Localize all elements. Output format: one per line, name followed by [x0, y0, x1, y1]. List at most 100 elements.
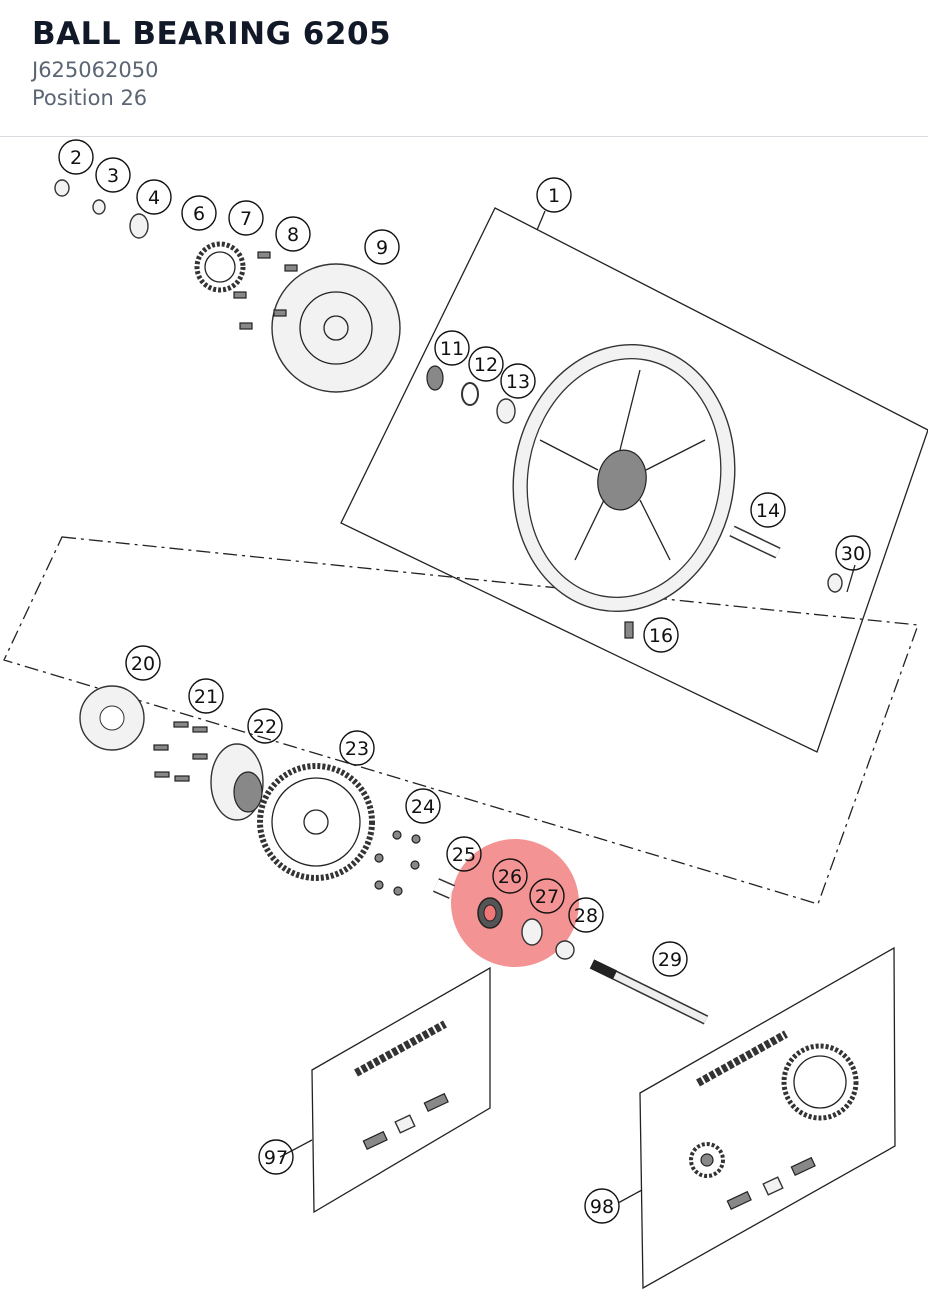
callout-26[interactable]: 26: [492, 858, 528, 894]
callout-circle: [228, 200, 264, 236]
callout-label: 2: [70, 147, 82, 169]
callout-circle: [492, 858, 528, 894]
callout-label: 28: [574, 905, 598, 927]
callout-1[interactable]: 1: [536, 177, 572, 213]
small-sprocket: [194, 241, 246, 293]
callout-circle: [275, 216, 311, 252]
callout-25[interactable]: 25: [446, 836, 482, 872]
callout-label: 3: [107, 165, 119, 187]
chain-kit-frame-98: [639, 946, 896, 1290]
top-small-parts: [54, 179, 298, 330]
callout-29[interactable]: 29: [652, 941, 688, 977]
callout-label: 23: [345, 738, 369, 760]
callout-23[interactable]: 23: [339, 730, 375, 766]
chain-kit-98: [689, 1030, 859, 1210]
callout-2[interactable]: 2: [58, 139, 94, 175]
callout-16[interactable]: 16: [643, 617, 679, 653]
callout-circle: [434, 330, 470, 366]
callout-9[interactable]: 9: [364, 229, 400, 265]
callout-label: 30: [841, 543, 865, 565]
ball-bearing-26: [477, 897, 503, 929]
sprocket-carrier: [210, 743, 264, 821]
callout-circle: [568, 897, 604, 933]
callout-4[interactable]: 4: [136, 179, 172, 215]
callout-13[interactable]: 13: [500, 363, 536, 399]
callout-22[interactable]: 22: [247, 708, 283, 744]
callout-label: 25: [452, 844, 476, 866]
callout-label: 9: [376, 237, 388, 259]
spacer-30: [827, 573, 843, 593]
callout-circle: [750, 492, 786, 528]
callout-label: 26: [498, 866, 522, 888]
callout-circle: [405, 788, 441, 824]
callout-12[interactable]: 12: [468, 346, 504, 382]
callout-21[interactable]: 21: [188, 678, 224, 714]
rear-wheel: [512, 343, 736, 613]
callout-7[interactable]: 7: [228, 200, 264, 236]
callout-label: 22: [253, 716, 277, 738]
callout-label: 13: [506, 371, 530, 393]
callout-24[interactable]: 24: [405, 788, 441, 824]
rear-sprocket: [257, 763, 375, 881]
callout-circle: [500, 363, 536, 399]
callout-label: 11: [440, 338, 464, 360]
callout-98[interactable]: 98: [584, 1188, 620, 1224]
callout-circle: [181, 195, 217, 231]
callout-label: 8: [287, 224, 299, 246]
callout-label: 4: [148, 187, 160, 209]
callout-label: 16: [649, 625, 673, 647]
callout-6[interactable]: 6: [181, 195, 217, 231]
callout-27[interactable]: 27: [529, 878, 565, 914]
callout-label: 21: [194, 686, 218, 708]
callout-label: 14: [756, 500, 780, 522]
callout-3[interactable]: 3: [95, 157, 131, 193]
hub-seal-bearing-parts: [426, 365, 516, 424]
callout-30[interactable]: 30: [835, 535, 871, 571]
callout-circle: [529, 878, 565, 914]
sprocket-nuts: [374, 830, 421, 896]
callout-11[interactable]: 11: [434, 330, 470, 366]
callout-label: 24: [411, 796, 435, 818]
callout-circle: [125, 645, 161, 681]
callout-circle: [136, 179, 172, 215]
wheel-axle: [589, 959, 709, 1025]
callout-14[interactable]: 14: [750, 492, 786, 528]
callout-28[interactable]: 28: [568, 897, 604, 933]
callout-circle: [364, 229, 400, 265]
callout-label: 7: [240, 208, 252, 230]
wheel-assembly-frame: [340, 207, 928, 753]
callout-label: 6: [193, 203, 205, 225]
callout-20[interactable]: 20: [125, 645, 161, 681]
callout-8[interactable]: 8: [275, 216, 311, 252]
ring-27: [521, 918, 543, 946]
callout-circle: [835, 535, 871, 571]
callout-circle: [446, 836, 482, 872]
callout-label: 1: [548, 185, 560, 207]
callout-circle: [58, 139, 94, 175]
callout-circle: [247, 708, 283, 744]
callout-circle: [258, 1139, 294, 1175]
callout-label: 29: [658, 949, 682, 971]
callout-circle: [95, 157, 131, 193]
chain-kit-frame-97: [311, 966, 491, 1214]
callout-label: 98: [590, 1196, 614, 1218]
callout-circle: [339, 730, 375, 766]
callout-circle: [584, 1188, 620, 1224]
chain-kit-97: [354, 1020, 449, 1150]
callout-circle: [536, 177, 572, 213]
spacer-25: [432, 878, 456, 899]
brake-disc: [271, 263, 401, 393]
selected-part-highlight: [451, 839, 579, 967]
callout-97[interactable]: 97: [258, 1139, 294, 1175]
part-title: BALL BEARING 6205: [32, 16, 392, 52]
spacer-28: [555, 940, 575, 960]
page-header: BALL BEARING 6205 J625062050 Position 26: [0, 0, 928, 137]
valve: [624, 621, 634, 639]
part-position: Position 26: [32, 86, 148, 110]
callout-label: 27: [535, 886, 559, 908]
callout-label: 12: [474, 354, 498, 376]
cush-drive-rubbers: [79, 685, 145, 751]
sprocket-carrier-bolts: [153, 721, 208, 782]
